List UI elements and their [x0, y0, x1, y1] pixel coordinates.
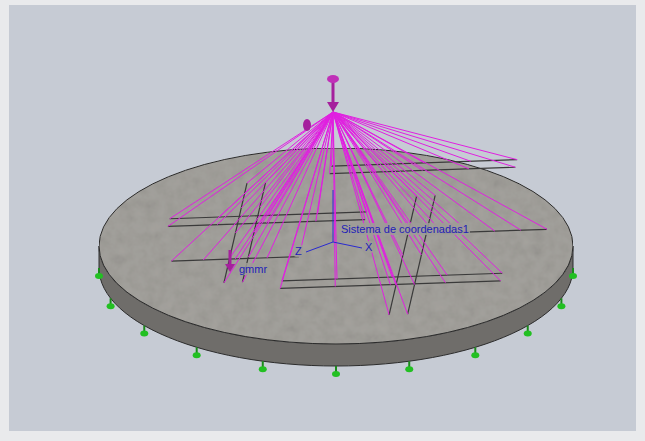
- fixture-symbol: [332, 366, 340, 377]
- force-line: [248, 112, 333, 257]
- fixture-symbol: [140, 326, 148, 337]
- force-line: [333, 112, 495, 231]
- force-line: [333, 112, 502, 273]
- fixture-foot: [193, 352, 201, 358]
- force-line: [203, 112, 333, 260]
- force-line: [333, 112, 501, 281]
- force-line: [333, 112, 521, 230]
- force-line: [267, 112, 333, 258]
- force-line: [333, 112, 410, 226]
- load-arrow-shaft: [332, 82, 335, 104]
- fixture-symbol: [471, 347, 479, 358]
- fixture-symbol: [569, 268, 577, 279]
- force-line: [333, 112, 428, 225]
- force-line: [333, 112, 443, 233]
- fixture-foot: [332, 371, 340, 377]
- slot-edge: [280, 281, 500, 289]
- moment-symbol: [303, 119, 311, 131]
- force-line: [266, 112, 333, 182]
- fixture-foot: [471, 352, 479, 358]
- fixture-foot: [569, 273, 577, 279]
- force-line: [241, 112, 333, 208]
- force-line: [168, 112, 333, 226]
- axis-line: [333, 242, 362, 248]
- force-line: [299, 112, 333, 257]
- fixture-foot: [557, 303, 565, 309]
- gravity-arrow-head: [225, 264, 235, 272]
- fixture-foot: [524, 331, 532, 337]
- force-line: [333, 112, 547, 229]
- force-line: [280, 112, 333, 288]
- fixture-foot: [259, 366, 267, 372]
- coordinate-system-label: Sistema de coordenadas1: [340, 223, 470, 235]
- fixture-symbol: [193, 347, 201, 358]
- fixture-symbol: [259, 361, 267, 372]
- axis-line: [306, 242, 333, 252]
- force-line: [333, 112, 408, 314]
- gravity-label: gmmr: [238, 263, 268, 275]
- force-line: [333, 112, 417, 196]
- fixture-symbol: [95, 268, 103, 279]
- gravity-arrow-shaft: [229, 250, 232, 266]
- fixture-foot: [107, 303, 115, 309]
- force-line: [333, 112, 447, 275]
- force-line: [333, 112, 469, 232]
- force-line: [230, 112, 333, 258]
- slot-edge: [171, 257, 299, 261]
- axis-line: [333, 190, 334, 242]
- load-arrow-head: [327, 102, 339, 112]
- force-line: [333, 112, 335, 287]
- fixture-foot: [95, 273, 103, 279]
- fixture-symbol: [557, 298, 565, 309]
- axis-label: X: [364, 241, 373, 253]
- viewport-background: [9, 5, 636, 431]
- fixture-symbol: [405, 361, 413, 372]
- fixture-foot: [140, 331, 148, 337]
- force-line: [171, 112, 333, 261]
- force-line: [242, 112, 333, 282]
- fixture-symbol: [107, 298, 115, 309]
- axis-label: Z: [294, 245, 303, 257]
- force-line: [333, 112, 445, 283]
- load-arrow-cap: [327, 75, 339, 83]
- fixture-symbol: [524, 326, 532, 337]
- fixture-foot: [405, 366, 413, 372]
- force-line: [235, 112, 333, 259]
